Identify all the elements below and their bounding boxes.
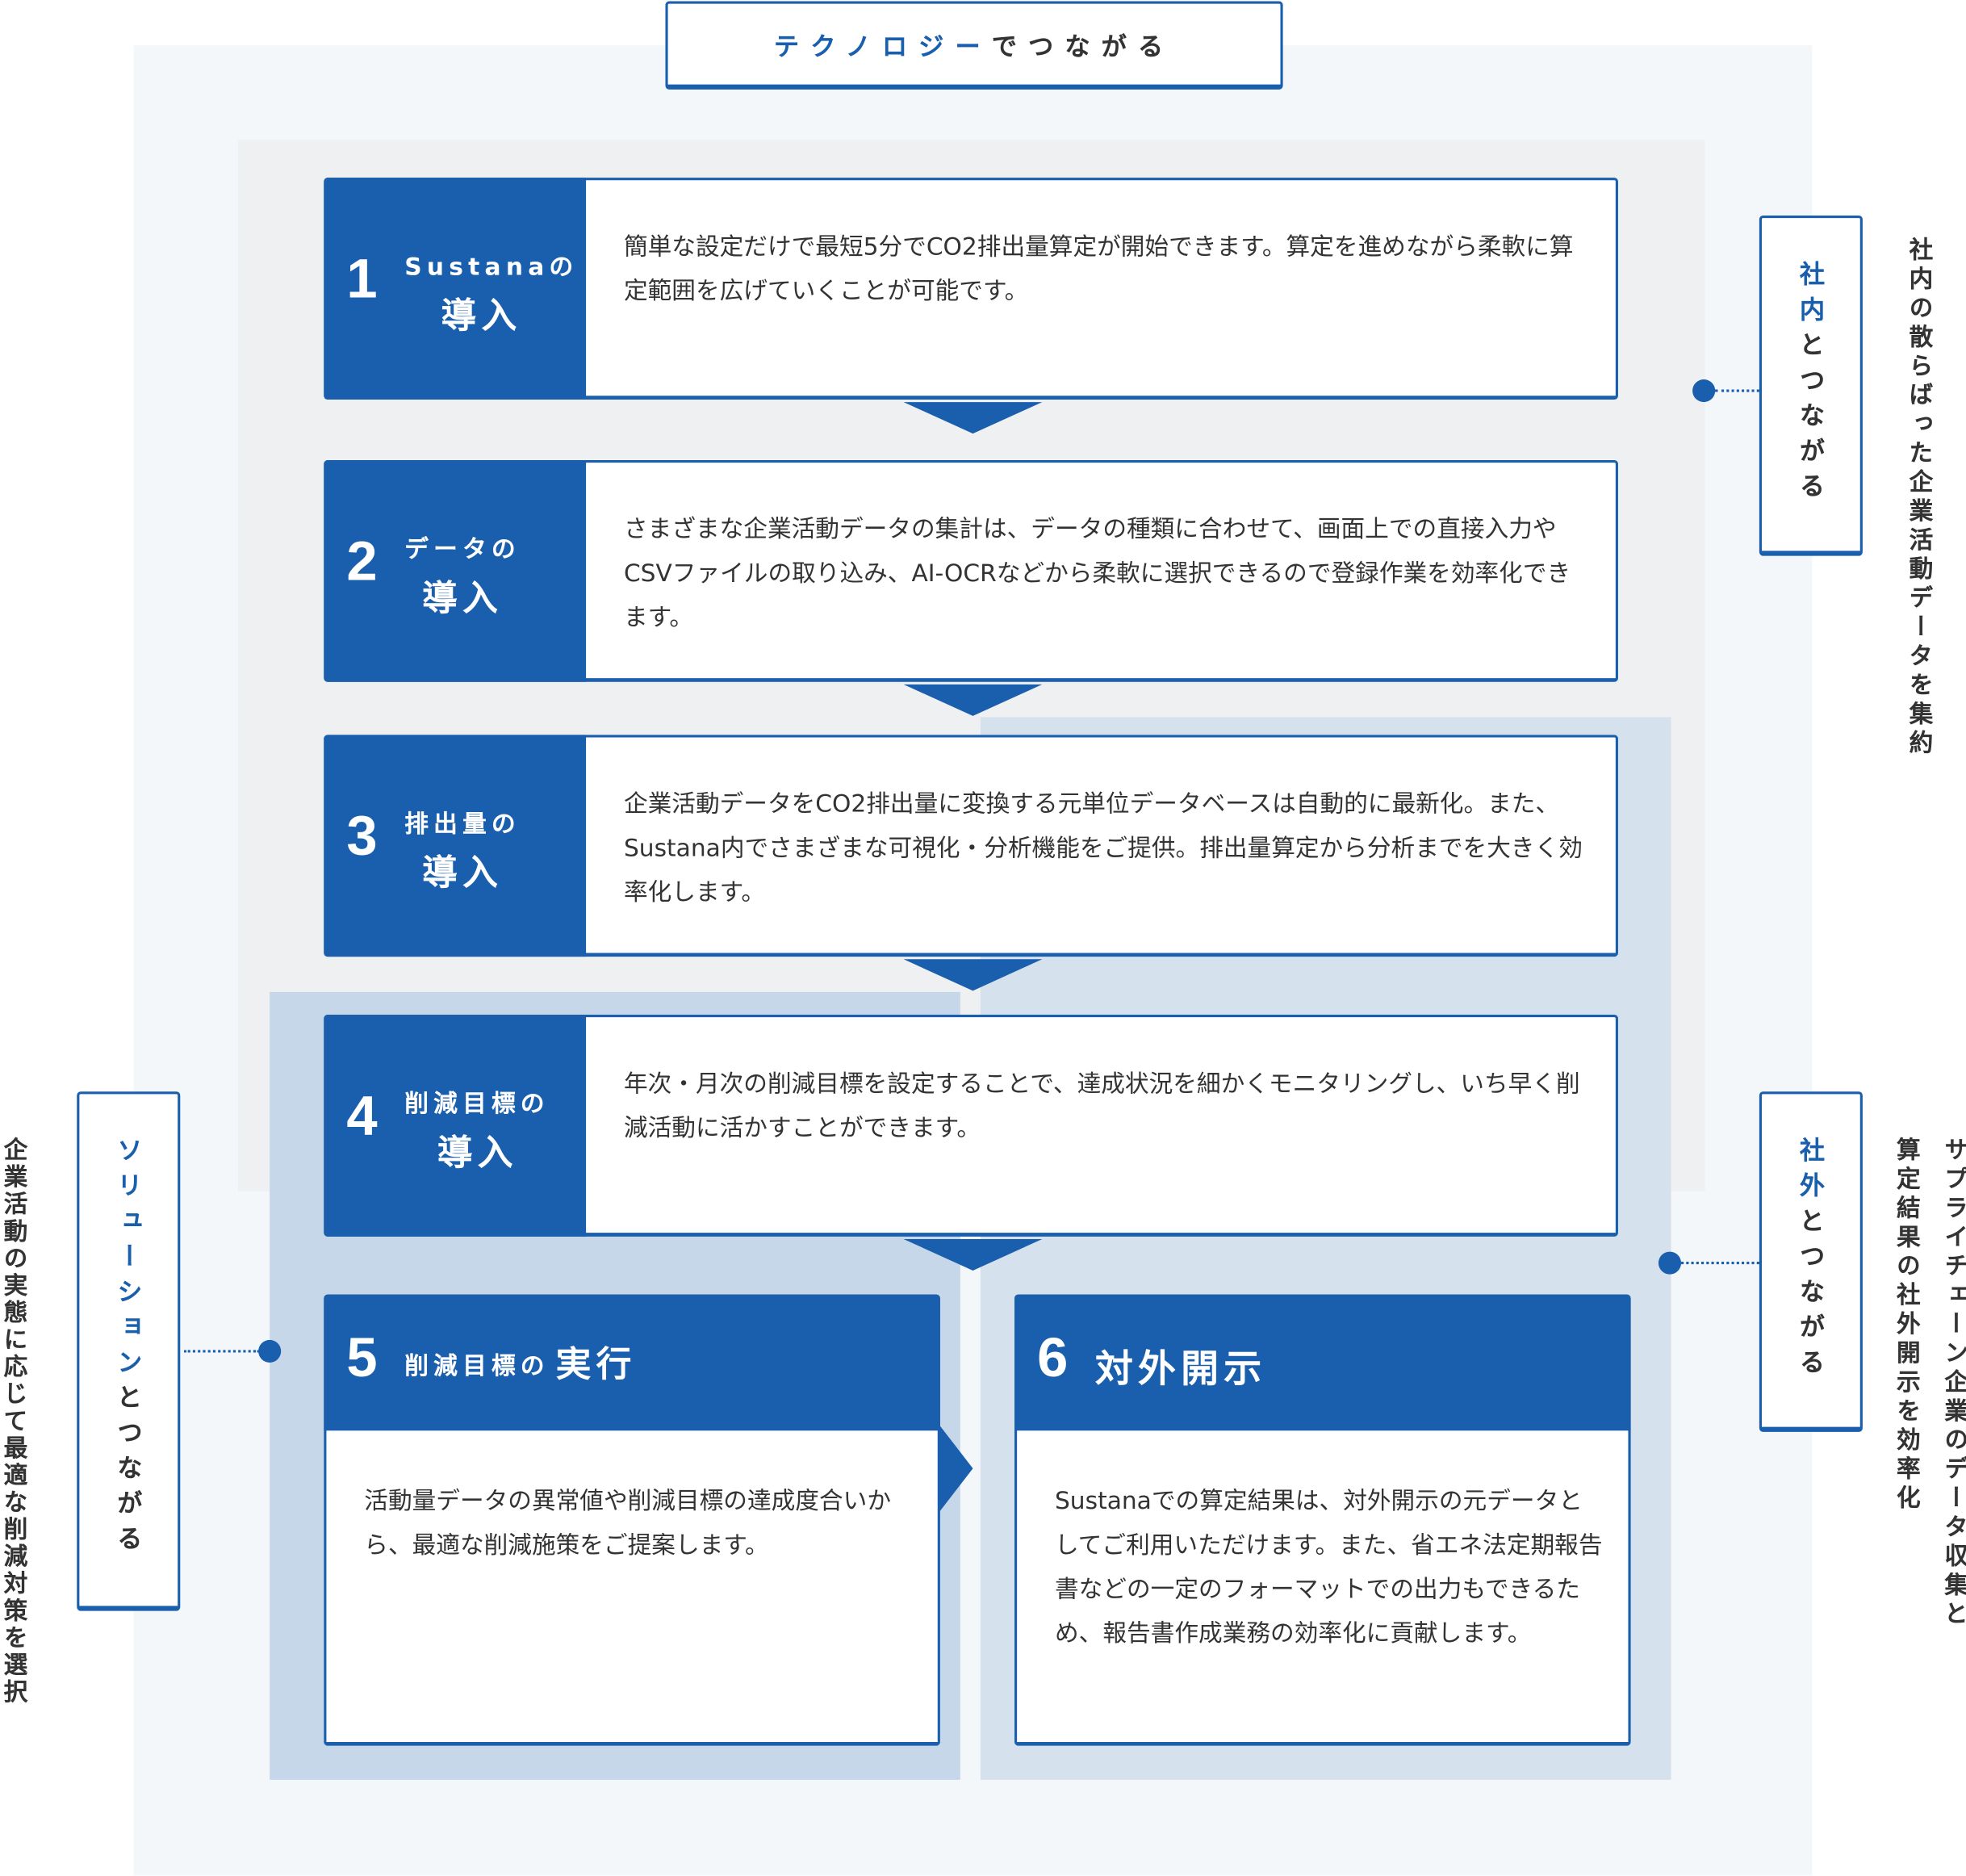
- step-title: 実行: [555, 1343, 637, 1386]
- internal-highlight: 社内: [1795, 261, 1826, 332]
- step-description: 企業活動データをCO2排出量に変換する元単位データベースは自動的に最新化。また、…: [623, 790, 1583, 907]
- step-description: Sustanaでの算定結果は、対外開示の元データとしてご利用いただけます。また、…: [1054, 1487, 1603, 1648]
- external-note-1: サプライチェーン企業のデータ収集と: [1940, 1137, 1966, 1631]
- external-highlight: 社外: [1795, 1137, 1826, 1208]
- step-header: 2 データの 導入: [324, 459, 587, 682]
- title-rest: でつながる: [991, 31, 1175, 61]
- step-title: 導入: [422, 577, 504, 619]
- step-description: 年次・月次の削減目標を設定することで、達成状況を細かくモニタリングし、いち早く削…: [623, 1070, 1580, 1142]
- step-number: 6: [1037, 1327, 1069, 1389]
- solution-highlight: ソリューション: [112, 1137, 144, 1384]
- step-card-1: 1 Sustanaの 導入 簡単な設定だけで最短5分でCO2排出量算定が開始でき…: [324, 178, 1618, 400]
- step-title: 導入: [441, 295, 522, 337]
- title-highlight: テクノロジー: [773, 31, 992, 61]
- down-arrow-icon: [903, 402, 1043, 434]
- connector-line: [1681, 1262, 1759, 1265]
- solution-rest: とつながる: [112, 1384, 144, 1561]
- step-subtitle: 削減目標の: [404, 1352, 550, 1380]
- step-card-5: 5 削減目標の 実行 活動量データの異常値や削減目標の達成度合いから、最適な削減…: [324, 1294, 940, 1746]
- step-header: 6 対外開示: [1014, 1294, 1631, 1431]
- step-header: 1 Sustanaの 導入: [324, 178, 587, 400]
- step-subtitle: Sustanaの: [404, 253, 579, 282]
- connector-dot: [1692, 379, 1716, 403]
- connector-dot: [1658, 1251, 1682, 1275]
- step-card-6: 6 対外開示 Sustanaでの算定結果は、対外開示の元データとしてご利用いただ…: [1014, 1294, 1631, 1746]
- solution-note: 企業活動の実態に応じて最適な削減対策を選択: [0, 1137, 28, 1706]
- step-description: 活動量データの異常値や削減目標の達成度合いから、最適な削減施策をご提案します。: [364, 1487, 892, 1560]
- step-subtitle: 削減目標の: [404, 1090, 550, 1119]
- down-arrow-icon: [903, 1238, 1043, 1271]
- external-note-2: 算定結果の社外開示を効率化: [1893, 1137, 1921, 1514]
- external-rest: とつながる: [1795, 1207, 1826, 1384]
- step-subtitle: 排出量の: [404, 810, 521, 839]
- step-number: 3: [346, 805, 378, 868]
- internal-rest: とつながる: [1795, 331, 1826, 509]
- step-number: 5: [346, 1327, 378, 1389]
- step-description: さまざまな企業活動データの集計は、データの種類に合わせて、画面上での直接入力やC…: [623, 515, 1571, 632]
- step-number: 1: [346, 248, 378, 311]
- step-card-4: 4 削減目標の 導入 年次・月次の削減目標を設定することで、達成状況を細かくモニ…: [324, 1015, 1618, 1237]
- internal-note: 社内の散らばった企業活動データを集約: [1905, 237, 1934, 760]
- external-connection-box: 社外とつながる: [1759, 1091, 1863, 1432]
- down-arrow-icon: [903, 684, 1043, 716]
- step-description: 簡単な設定だけで最短5分でCO2排出量算定が開始できます。算定を進めながら柔軟に…: [623, 232, 1574, 305]
- step-card-3: 3 排出量の 導入 企業活動データをCO2排出量に変換する元単位データベースは自…: [324, 735, 1618, 957]
- title-box: テクノロジーでつながる: [665, 1, 1283, 90]
- step-header: 5 削減目標の 実行: [324, 1294, 940, 1431]
- step-card-2: 2 データの 導入 さまざまな企業活動データの集計は、データの種類に合わせて、画…: [324, 459, 1618, 682]
- connector-line: [183, 1350, 260, 1353]
- step-number: 2: [346, 530, 378, 593]
- step-header: 3 排出量の 導入: [324, 735, 587, 957]
- step-number: 4: [346, 1085, 378, 1147]
- down-arrow-icon: [903, 959, 1043, 991]
- internal-connection-box: 社内とつながる: [1759, 216, 1863, 556]
- step-title: 対外開示: [1094, 1347, 1267, 1392]
- right-arrow-icon: [939, 1424, 973, 1513]
- connector-line: [1715, 389, 1759, 392]
- step-header: 4 削減目標の 導入: [324, 1015, 587, 1237]
- step-title: 導入: [437, 1132, 518, 1174]
- solution-connection-box: ソリューションとつながる: [77, 1091, 181, 1611]
- connector-dot: [258, 1339, 282, 1363]
- step-title: 導入: [422, 852, 504, 894]
- step-subtitle: データの: [404, 535, 521, 563]
